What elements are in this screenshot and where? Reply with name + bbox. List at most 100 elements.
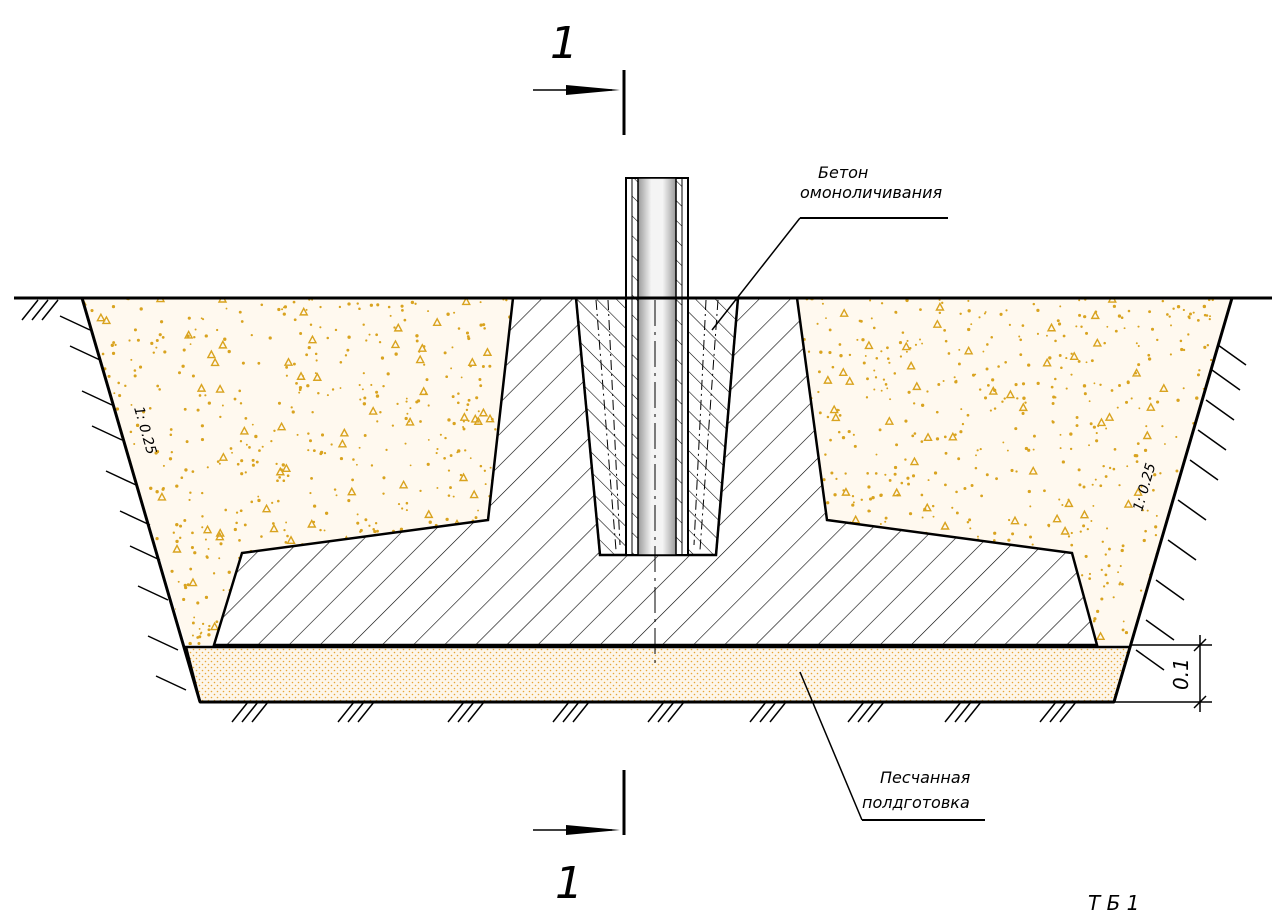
sand-speck bbox=[955, 379, 958, 382]
sand-speck bbox=[826, 501, 830, 505]
aggregate-mark bbox=[901, 341, 911, 351]
sand-speck bbox=[1156, 400, 1160, 404]
sand-speck bbox=[1212, 551, 1216, 555]
sand-speck bbox=[403, 318, 407, 322]
sand-speck bbox=[251, 463, 255, 467]
sand-speck bbox=[1159, 472, 1162, 475]
sand-speck bbox=[382, 476, 386, 480]
aggregate-mark bbox=[415, 354, 425, 364]
sand-speck bbox=[229, 447, 233, 450]
sand-speck bbox=[835, 477, 838, 480]
sand-speck bbox=[990, 335, 994, 339]
sand-speck bbox=[1090, 520, 1093, 522]
sand-speck bbox=[347, 335, 351, 339]
sand-speck bbox=[376, 529, 379, 533]
sand-speck bbox=[983, 396, 988, 400]
sand-speck bbox=[873, 369, 876, 372]
sand-speck bbox=[378, 340, 382, 344]
sand-speck bbox=[338, 305, 342, 309]
sand-speck bbox=[235, 511, 239, 514]
sand-speck bbox=[1192, 311, 1195, 314]
sand-speck bbox=[1078, 313, 1082, 317]
sand-speck bbox=[82, 342, 85, 346]
sand-speck bbox=[1094, 478, 1097, 481]
sand-speck bbox=[427, 404, 430, 407]
sand-speck bbox=[115, 567, 119, 571]
sand-speck bbox=[286, 534, 289, 538]
sand-speck bbox=[1019, 338, 1023, 342]
sand-speck bbox=[312, 449, 316, 453]
sand-speck bbox=[422, 345, 426, 348]
leader-concrete: Бетон омоноличивания bbox=[711, 163, 948, 331]
pit-wall-left bbox=[80, 297, 202, 703]
aggregate-mark bbox=[831, 412, 841, 422]
sand-speck bbox=[339, 456, 344, 461]
sand-speck bbox=[882, 378, 886, 381]
soil-hatch-line bbox=[347, 701, 365, 723]
sand-speck bbox=[866, 472, 869, 475]
section-mark-bottom: 1 bbox=[533, 770, 626, 909]
sand-speck bbox=[82, 376, 86, 380]
sand-speck bbox=[240, 320, 244, 323]
sand-speck bbox=[1126, 465, 1129, 468]
sand-speck bbox=[346, 348, 350, 352]
sand-speck bbox=[838, 413, 842, 417]
sand-speck bbox=[1029, 505, 1032, 508]
sand-speck bbox=[401, 309, 404, 312]
sand-speck bbox=[285, 374, 288, 377]
sand-speck bbox=[935, 437, 940, 441]
aggregate-mark bbox=[912, 381, 922, 391]
sand-speck bbox=[919, 308, 922, 311]
sand-speck bbox=[1024, 401, 1027, 404]
sand-speck bbox=[305, 308, 308, 311]
sand-speck bbox=[330, 443, 333, 446]
sand-speck bbox=[244, 417, 248, 420]
sand-speck bbox=[1176, 398, 1180, 402]
sand-speck bbox=[880, 350, 883, 353]
sand-speck bbox=[921, 516, 924, 519]
aggregate-mark bbox=[1069, 351, 1079, 361]
soil-hatch-line bbox=[1177, 499, 1207, 521]
sand-speck bbox=[1011, 532, 1015, 536]
sand-speck bbox=[396, 402, 399, 405]
sand-speck bbox=[819, 350, 823, 354]
sand-speck bbox=[1079, 530, 1082, 533]
sand-speck bbox=[379, 410, 382, 414]
soil-hatch-line bbox=[552, 701, 570, 723]
sand-speck bbox=[816, 322, 819, 325]
aggregate-mark bbox=[1005, 389, 1016, 399]
sand-speck bbox=[194, 328, 197, 331]
sand-speck bbox=[1027, 489, 1031, 494]
sand-speck bbox=[96, 369, 99, 372]
sand-speck bbox=[906, 476, 910, 480]
sand-speck bbox=[1121, 544, 1125, 548]
soil-hatch-line bbox=[1211, 369, 1241, 391]
sand-speck bbox=[1104, 573, 1108, 577]
sand-speck bbox=[112, 567, 116, 570]
sand-speck bbox=[208, 624, 211, 628]
sand-speck bbox=[1075, 424, 1079, 428]
sand-speck bbox=[282, 312, 286, 316]
sand-speck bbox=[1083, 315, 1087, 319]
sand-speck bbox=[356, 521, 360, 525]
sand-speck bbox=[179, 536, 182, 540]
sand-speck bbox=[991, 378, 995, 382]
sand-speck bbox=[963, 487, 967, 490]
sand-speck bbox=[1036, 308, 1040, 312]
sand-speck bbox=[419, 420, 422, 423]
sand-speck bbox=[1162, 553, 1165, 556]
sand-speck bbox=[1120, 316, 1124, 319]
sand-speck bbox=[459, 473, 463, 477]
sand-speck bbox=[356, 302, 359, 305]
sand-speck bbox=[1003, 397, 1006, 400]
sand-speck bbox=[893, 465, 898, 470]
sand-speck bbox=[138, 365, 143, 369]
sand-speck bbox=[1089, 422, 1093, 426]
sand-speck bbox=[1206, 462, 1209, 465]
sand-speck bbox=[1057, 322, 1062, 326]
sand-speck bbox=[404, 416, 408, 421]
sand-speck bbox=[162, 624, 166, 628]
aggregate-mark bbox=[458, 472, 469, 482]
aggregate-mark bbox=[1218, 489, 1228, 499]
